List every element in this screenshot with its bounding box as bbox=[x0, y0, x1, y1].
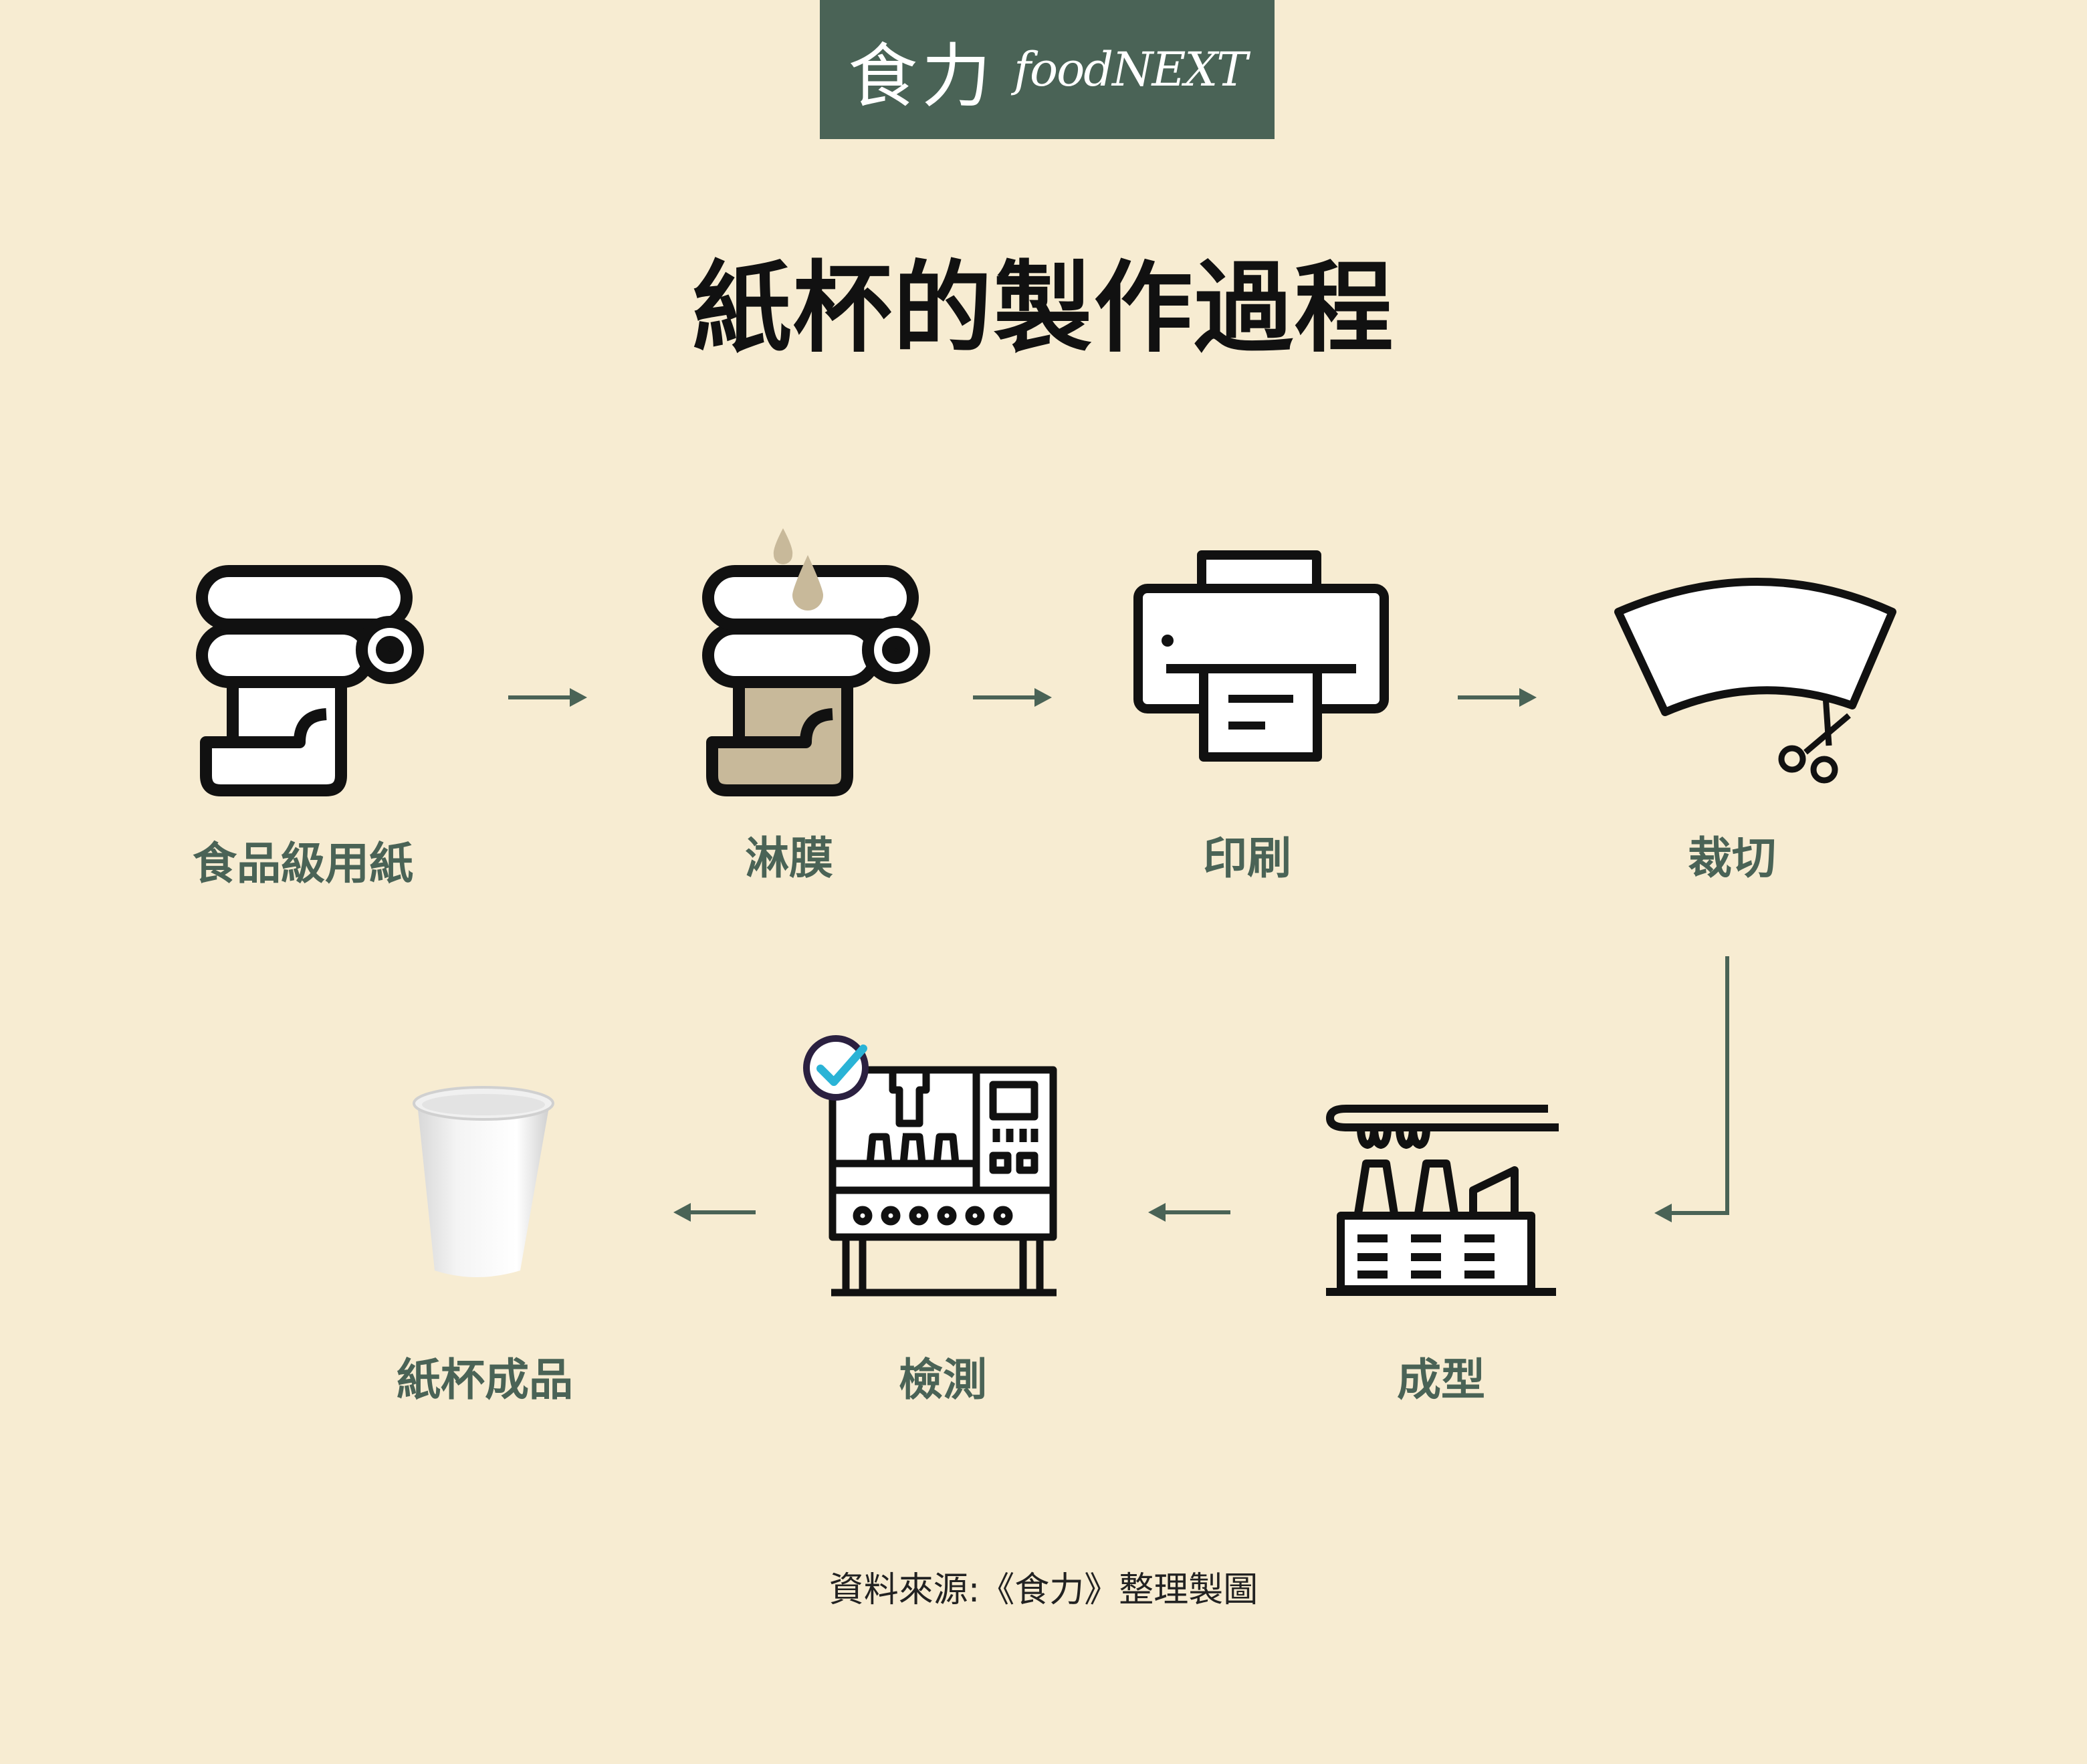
arrow-left-icon bbox=[1148, 1203, 1230, 1222]
arrow-right-icon bbox=[508, 688, 587, 707]
brand-name-cn: 食力 bbox=[848, 35, 996, 117]
arrow-right-icon bbox=[1458, 688, 1537, 707]
paper-coating-icon bbox=[702, 528, 930, 796]
step-label-cutting: 裁切 bbox=[1688, 833, 1776, 884]
cutting-icon bbox=[1614, 578, 1896, 784]
step-label-finished-cup: 紙杯成品 bbox=[397, 1354, 573, 1406]
paper-cup-icon bbox=[413, 1086, 554, 1277]
paper-roll-icon bbox=[196, 565, 424, 796]
elbow-arrow-icon bbox=[1654, 956, 1729, 1222]
page-title: 紙杯的製作過程 bbox=[692, 251, 1395, 366]
brand-logo: 食力 foodNEXT bbox=[820, 0, 1275, 139]
source-note: 資料來源:《食力》整理製圖 bbox=[829, 1570, 1258, 1610]
step-label-inspection: 檢測 bbox=[899, 1354, 987, 1406]
inspection-machine-icon bbox=[803, 1035, 1057, 1297]
forming-machine-icon bbox=[1326, 1105, 1559, 1296]
brand-name-en: foodNEXT bbox=[1014, 42, 1248, 97]
step-label-paper: 食品級用紙 bbox=[193, 838, 413, 889]
step-label-coating: 淋膜 bbox=[745, 833, 833, 884]
arrow-right-icon bbox=[973, 688, 1052, 707]
arrow-left-icon bbox=[673, 1203, 756, 1222]
step-label-forming: 成型 bbox=[1397, 1354, 1485, 1406]
checkmark-icon bbox=[803, 1035, 869, 1101]
step-label-printing: 印刷 bbox=[1203, 833, 1291, 884]
printer-icon bbox=[1133, 550, 1389, 762]
